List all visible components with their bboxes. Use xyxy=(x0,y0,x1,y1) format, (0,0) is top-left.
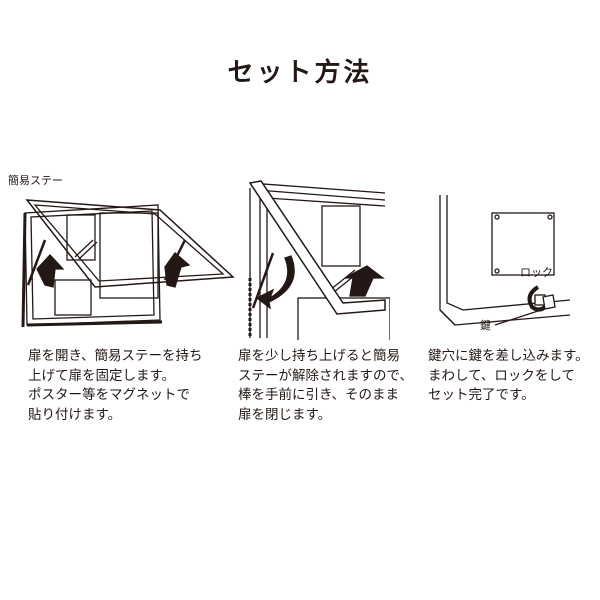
illustration-open-door xyxy=(21,199,235,328)
key-label: 鍵 xyxy=(480,319,491,332)
step-3-description: 鍵穴に鍵を差し込みます。 まわして、ロックをして セット完了です。 xyxy=(428,347,600,406)
step-1-line: ポスター等をマグネットで xyxy=(28,387,190,403)
page-title: セット方法 xyxy=(227,58,373,88)
step-2-line: 扉を閉じます。 xyxy=(238,406,332,423)
step-1-line: 貼り付けます。 xyxy=(28,406,122,423)
step-2-line: 棒を手前に引き、そのまま xyxy=(238,387,400,403)
stay-label: 簡易ステー xyxy=(8,174,63,187)
step-2-line: 扉を少し持ち上げると簡易 xyxy=(238,348,400,364)
lock-label: ロック xyxy=(520,266,553,279)
step-1-line: 扉を開き、簡易ステーを持ち xyxy=(28,348,203,364)
step-2-description: 扉を少し持ち上げると簡易 ステーが解除されますので、 棒を手前に引き、そのまま … xyxy=(238,347,413,425)
step-1-line: 上げて扉を固定します。 xyxy=(28,367,176,384)
illustration-lock xyxy=(439,195,571,326)
step-1-description: 扉を開き、簡易ステーを持ち 上げて扉を固定します。 ポスター等をマグネットで 貼… xyxy=(28,347,203,425)
step-2-line: ステーが解除されますので、 xyxy=(238,367,413,384)
step-3-line: 鍵穴に鍵を差し込みます。 xyxy=(428,348,589,364)
illustration-close-door xyxy=(248,180,390,340)
step-3-line: セット完了です。 xyxy=(428,387,535,403)
step-3-line: まわして、ロックをして xyxy=(428,367,576,384)
